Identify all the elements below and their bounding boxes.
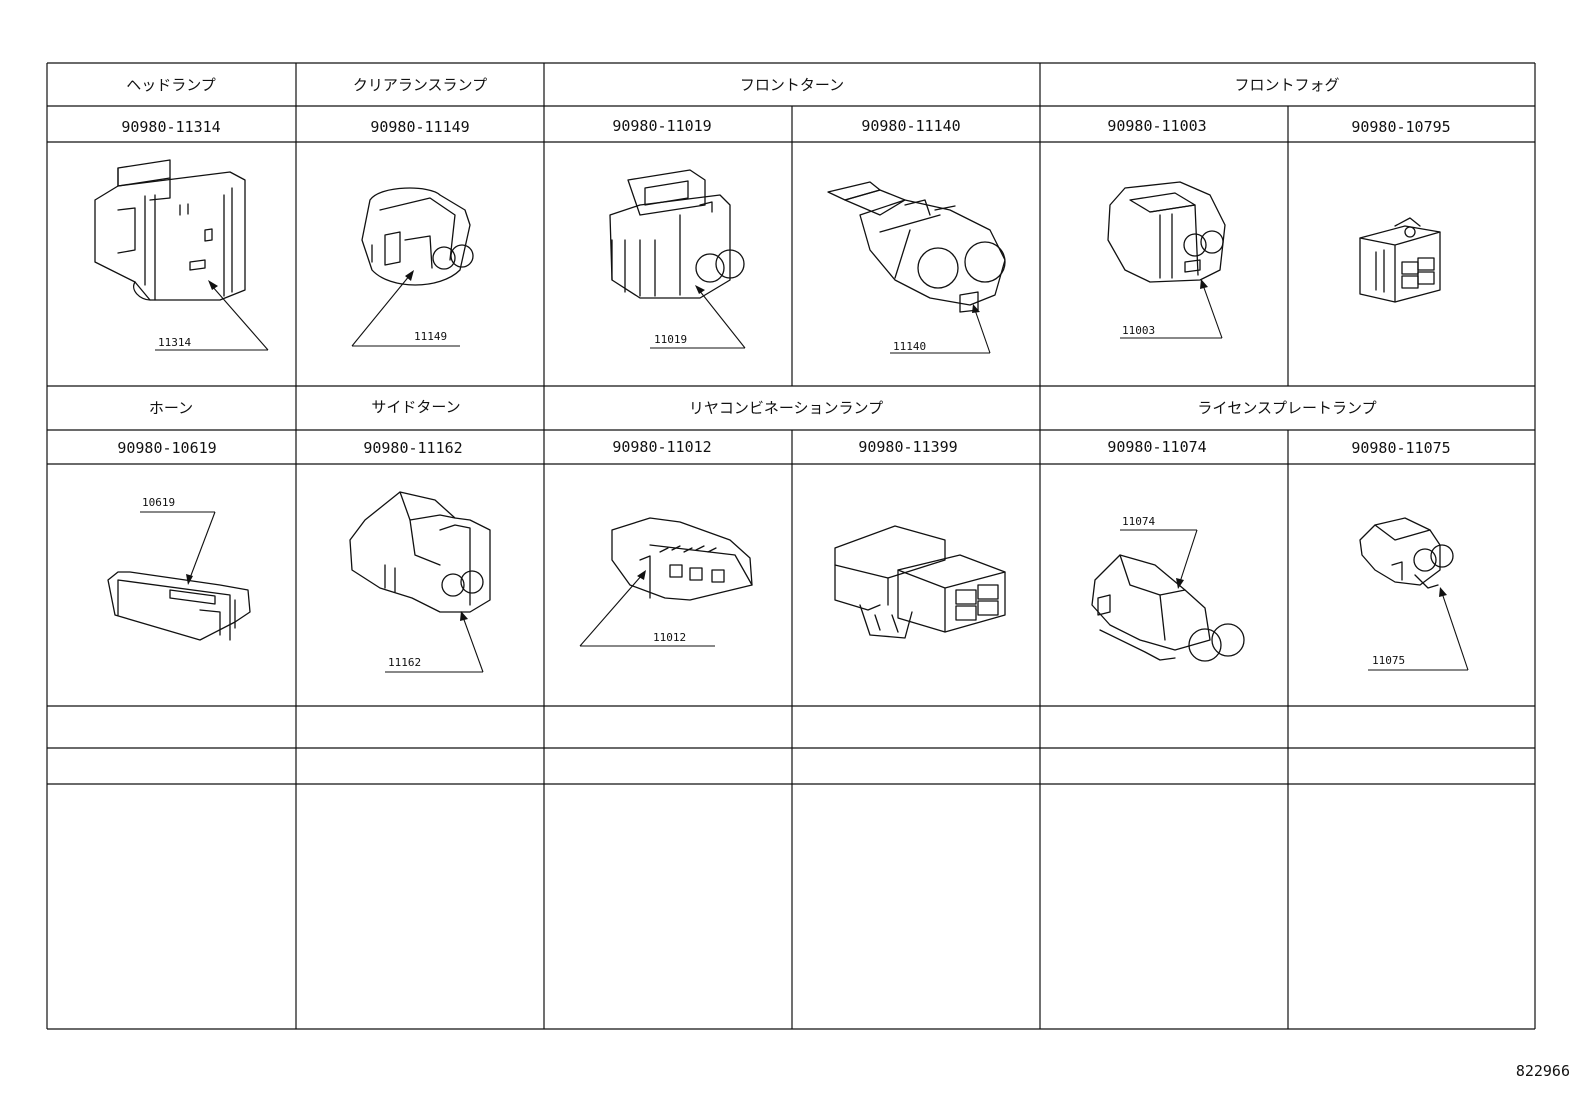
part-number: 90980-11162	[363, 439, 462, 457]
callout-label: 11012	[653, 631, 686, 644]
leader-11075	[1368, 587, 1469, 671]
callout-label: 11074	[1122, 515, 1155, 528]
part-number: 90980-11314	[121, 118, 220, 136]
part-number: 90980-11399	[858, 438, 957, 456]
callout-label: 11075	[1372, 654, 1405, 667]
group-header-license-plate-lamp: ライセンスプレートランプ	[1197, 399, 1376, 417]
part-number: 90980-11003	[1107, 117, 1206, 135]
callout-label: 10619	[142, 496, 175, 509]
diagram-code: 822966	[1515, 1062, 1570, 1080]
callout-label: 11162	[388, 656, 421, 669]
connector-11075-drawing	[1359, 517, 1454, 589]
connector-11314-drawing	[94, 159, 246, 301]
part-number: 90980-11074	[1107, 438, 1206, 456]
connector-11140-drawing	[827, 181, 1006, 313]
group-header-clearance-lamp: クリアランスランプ	[353, 76, 487, 94]
group-header-front-fog: フロントフォグ	[1234, 76, 1339, 94]
connector-11162-drawing	[349, 491, 491, 613]
callout-label: 11149	[414, 330, 447, 343]
leader-11140	[890, 304, 991, 354]
connector-10795-drawing	[1359, 217, 1441, 303]
part-number: 90980-11140	[861, 117, 960, 135]
leader-11162	[385, 611, 484, 673]
group-header-rear-combination-lamp: リヤコンビネーションランプ	[689, 399, 883, 417]
part-number: 90980-11012	[612, 438, 711, 456]
connector-11399-drawing	[834, 525, 1006, 639]
leader-11003	[1120, 279, 1223, 339]
group-header-headlamp: ヘッドランプ	[126, 76, 216, 94]
leader-11012	[579, 570, 715, 647]
part-number: 90980-11149	[370, 118, 469, 136]
connector-11012-drawing	[611, 517, 753, 601]
callout-label: 11140	[893, 340, 926, 353]
connector-11149-drawing	[361, 187, 474, 286]
part-number: 90980-10619	[117, 439, 216, 457]
group-header-side-turn: サイドターン	[371, 398, 460, 416]
leader-11074	[1120, 529, 1198, 589]
group-header-horn: ホーン	[149, 399, 193, 417]
connector-11019-drawing	[609, 169, 745, 299]
part-number: 90980-11019	[612, 117, 711, 135]
callout-label: 11019	[654, 333, 687, 346]
part-number: 90980-10795	[1351, 118, 1450, 136]
leader-11314	[155, 280, 269, 351]
leader-11149	[351, 270, 460, 347]
connector-11074-drawing	[1091, 554, 1245, 662]
leader-11019	[650, 285, 746, 349]
table-grid	[46, 62, 1536, 1030]
connector-11003-drawing	[1107, 181, 1226, 283]
callout-label: 11003	[1122, 324, 1155, 337]
part-number: 90980-11075	[1351, 439, 1450, 457]
callout-label: 11314	[158, 336, 191, 349]
group-header-front-turn: フロントターン	[740, 76, 844, 94]
leader-10619	[140, 511, 216, 585]
connector-10619-drawing	[107, 571, 251, 641]
